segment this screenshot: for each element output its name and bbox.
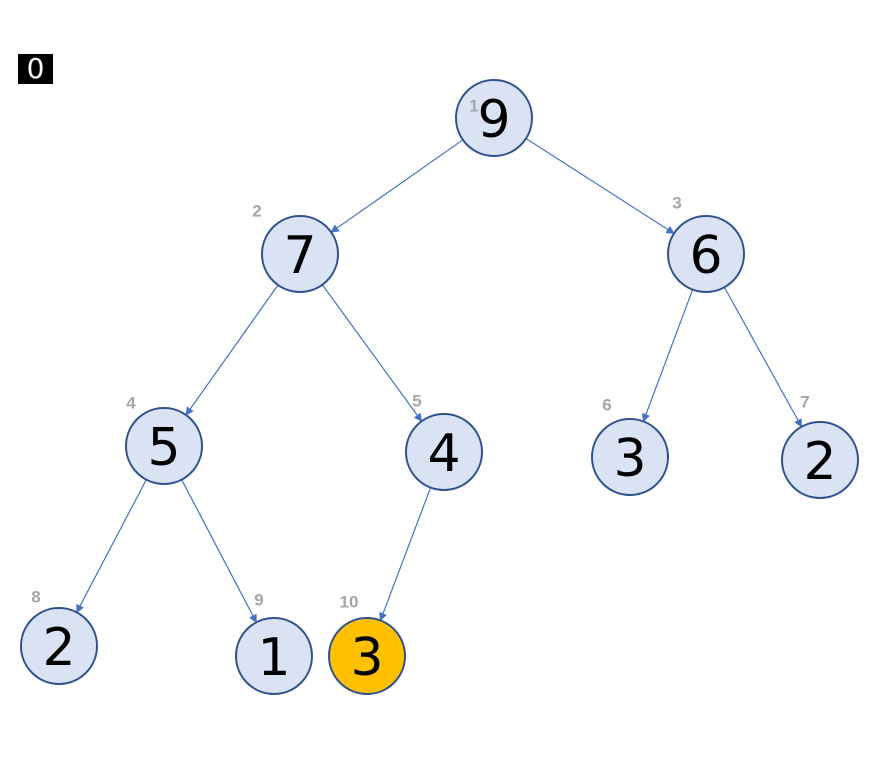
node-index-label: 1 bbox=[469, 97, 478, 116]
node-value: 1 bbox=[257, 628, 290, 688]
node-value: 3 bbox=[613, 429, 646, 489]
node-index-label: 8 bbox=[31, 588, 40, 607]
edge-1-to-2 bbox=[330, 139, 464, 233]
node-value: 4 bbox=[427, 424, 460, 484]
node-value: 5 bbox=[147, 418, 180, 478]
tree-node-9: 19 bbox=[235, 591, 313, 695]
tree-node-6: 36 bbox=[591, 396, 669, 496]
tree-node-5: 45 bbox=[405, 392, 483, 491]
tree-node-8: 28 bbox=[20, 588, 98, 685]
edge-4-to-9 bbox=[181, 479, 257, 624]
edge-5-to-10 bbox=[379, 487, 432, 622]
node-index-label: 3 bbox=[672, 194, 681, 213]
node-value: 3 bbox=[350, 628, 383, 688]
tree-node-2: 72 bbox=[252, 202, 339, 293]
tree-node-7: 27 bbox=[781, 393, 859, 499]
node-value: 7 bbox=[283, 226, 316, 286]
node-index-label: 4 bbox=[126, 394, 136, 413]
highlighted-node-circle bbox=[328, 617, 406, 695]
node-value: 9 bbox=[477, 90, 510, 150]
tree-node-4: 54 bbox=[125, 394, 203, 485]
node-circle bbox=[405, 413, 483, 491]
node-value: 2 bbox=[803, 432, 836, 492]
node-circle bbox=[235, 617, 313, 695]
node-circle bbox=[591, 418, 669, 496]
edges bbox=[76, 138, 803, 624]
node-value: 6 bbox=[689, 226, 722, 286]
node-circle bbox=[20, 607, 98, 685]
node-value: 2 bbox=[42, 618, 75, 678]
edge-2-to-5 bbox=[321, 284, 423, 422]
node-index-label: 6 bbox=[602, 396, 611, 415]
edge-1-to-3 bbox=[525, 138, 675, 234]
node-circle bbox=[455, 79, 533, 157]
edge-2-to-4 bbox=[185, 284, 279, 416]
edge-3-to-7 bbox=[723, 286, 803, 428]
step-counter: 0 bbox=[18, 54, 53, 84]
node-index-label: 9 bbox=[254, 591, 263, 610]
node-index-label: 2 bbox=[252, 202, 261, 221]
tree-node-1: 91 bbox=[455, 79, 533, 157]
tree-node-10: 3 10 bbox=[328, 593, 406, 695]
node-circle bbox=[667, 215, 745, 293]
node-index-label: 10 bbox=[340, 593, 359, 612]
node-circle bbox=[261, 215, 339, 293]
edge-4-to-8 bbox=[76, 479, 147, 614]
node-index-label: 7 bbox=[800, 393, 809, 412]
edge-3-to-6 bbox=[642, 289, 694, 423]
node-index-label: 5 bbox=[412, 392, 421, 411]
node-circle bbox=[125, 407, 203, 485]
node-circle bbox=[781, 421, 859, 499]
tree-node-3: 63 bbox=[667, 194, 745, 293]
